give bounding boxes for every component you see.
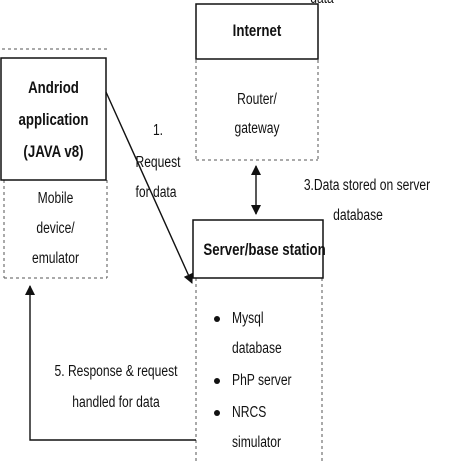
server-box xyxy=(192,219,324,279)
internet-label: Internet xyxy=(232,21,282,40)
router-gateway-container xyxy=(195,60,319,161)
android-app-box xyxy=(0,57,107,181)
server-item-php-label: PhP server xyxy=(232,372,292,389)
request-label-line3: for data xyxy=(135,184,177,201)
request-label-line1: 1. xyxy=(152,122,164,139)
server-label: Server/base station xyxy=(203,240,326,259)
server-item-database-label: database xyxy=(232,340,282,357)
mobile-label-line3: emulator xyxy=(31,250,80,267)
server-item-mysql: Mysql xyxy=(214,309,314,331)
stored-label-line2: database xyxy=(333,207,383,224)
request-label-line2: Request xyxy=(135,154,181,171)
server-item-mysql-label: Mysql xyxy=(232,310,264,327)
internet-box xyxy=(195,3,319,60)
server-item-simulator: simulator xyxy=(214,433,314,455)
response-arrow xyxy=(25,285,196,441)
top-cut-text: data xyxy=(306,0,337,8)
request-arrow xyxy=(105,91,193,284)
router-label-line2: gateway xyxy=(234,120,280,137)
router-label-line1: Router/ xyxy=(237,91,277,108)
response-label-line2: handled for data xyxy=(72,394,160,411)
android-label-line2: application xyxy=(18,110,89,129)
bullet-icon xyxy=(214,410,220,416)
server-item-php: PhP server xyxy=(214,371,314,393)
android-label-line3: (JAVA v8) xyxy=(23,142,84,161)
stored-label-line1: 3.Data stored on server xyxy=(303,177,431,194)
server-container xyxy=(195,278,323,462)
mobile-label-line1: Mobile xyxy=(37,190,74,207)
server-item-nrcs: NRCS xyxy=(214,403,314,425)
response-label-line1: 5. Response & request xyxy=(54,363,178,380)
android-label-line1: Andriod xyxy=(28,78,79,97)
mobile-device-container xyxy=(2,48,108,279)
server-item-nrcs-label: NRCS xyxy=(232,404,267,421)
bullet-icon xyxy=(214,316,220,322)
bullet-icon xyxy=(214,378,220,384)
server-item-simulator-label: simulator xyxy=(232,434,282,451)
server-item-database: database xyxy=(214,339,314,361)
mobile-label-line2: device/ xyxy=(36,220,75,237)
